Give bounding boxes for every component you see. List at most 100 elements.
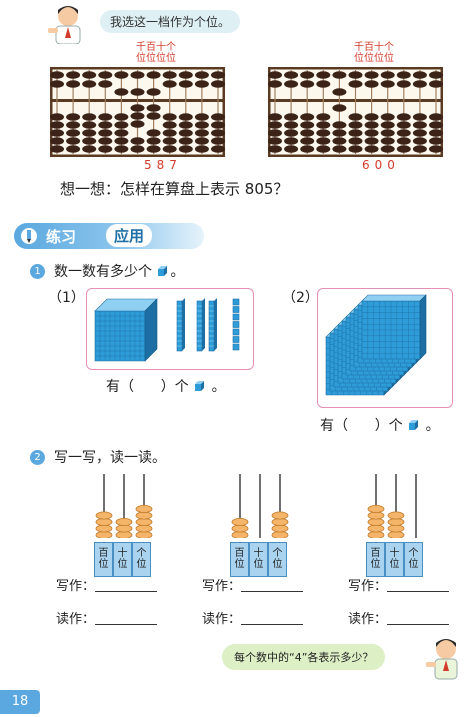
think-question: 想一想：怎样在算盘上表示 805？ bbox=[60, 180, 289, 198]
abacus-bead bbox=[194, 129, 209, 137]
unit-cube bbox=[232, 298, 240, 306]
abacus-bead bbox=[146, 104, 161, 112]
abacus-right bbox=[268, 67, 443, 157]
question-1-sub-2: （2） bbox=[282, 290, 319, 306]
abacus-bead bbox=[316, 129, 331, 137]
section-header: 练习 应用 bbox=[14, 223, 204, 249]
abacus-bead bbox=[412, 129, 427, 137]
abacus-bead bbox=[332, 88, 347, 96]
counter-3: 百位 十位 个位 bbox=[366, 472, 426, 577]
abacus-bead bbox=[396, 71, 411, 79]
abacus-bead bbox=[268, 113, 282, 121]
abacus-bead bbox=[114, 137, 129, 145]
read-field-1[interactable]: 读作： bbox=[56, 608, 158, 627]
abacus-bead bbox=[268, 145, 282, 153]
abacus-bead bbox=[332, 104, 347, 112]
write-field-2[interactable]: 写作： bbox=[202, 575, 304, 594]
base-ten-blocks-2 bbox=[325, 294, 427, 396]
abacus-bead bbox=[114, 145, 129, 153]
question-2-text: 写一写，读一读。 bbox=[54, 450, 166, 466]
cube-icon bbox=[195, 381, 205, 391]
abacus-bead bbox=[412, 145, 427, 153]
abacus-bead bbox=[348, 113, 363, 121]
abacus-bead bbox=[211, 80, 225, 88]
abacus-bead bbox=[300, 145, 315, 153]
abacus-bead bbox=[66, 137, 81, 145]
pencil-icon bbox=[21, 228, 37, 244]
abacus-bead bbox=[380, 71, 395, 79]
abacus-bead bbox=[268, 137, 282, 145]
abacus-bead bbox=[146, 88, 161, 96]
abacus-bead bbox=[66, 145, 81, 153]
abacus-bead bbox=[162, 129, 177, 137]
abacus-bead bbox=[50, 137, 64, 145]
abacus-bead bbox=[50, 129, 64, 137]
abacus-left bbox=[50, 67, 225, 157]
abacus-bead bbox=[396, 129, 411, 137]
abacus-bead bbox=[50, 145, 64, 153]
abacus-bead bbox=[82, 113, 97, 121]
place-hundreds: 百位 bbox=[230, 542, 249, 577]
abacus-bead bbox=[162, 121, 177, 129]
abacus-bead bbox=[211, 71, 225, 79]
read-field-2[interactable]: 读作： bbox=[202, 608, 304, 627]
abacus-left-number: 587 bbox=[144, 158, 182, 172]
blocks-box-2 bbox=[317, 288, 453, 408]
abacus-bead bbox=[284, 137, 299, 145]
abacus-bead bbox=[82, 129, 97, 137]
section-title-practice: 练习 bbox=[46, 228, 77, 246]
unit-cube bbox=[232, 336, 240, 343]
unit-cube bbox=[232, 321, 240, 328]
abacus-right-place-labels: 千百十个 位位位位 bbox=[354, 42, 394, 64]
abacus-bead bbox=[178, 121, 193, 129]
abacus-bead bbox=[50, 71, 64, 79]
abacus-bead bbox=[130, 104, 145, 112]
blocks-box-1 bbox=[86, 288, 254, 370]
read-field-3[interactable]: 读作： bbox=[348, 608, 450, 627]
answer-2: 有（ ）个 。 bbox=[320, 418, 440, 434]
abacus-bead bbox=[130, 88, 145, 96]
abacus-bead bbox=[364, 129, 379, 137]
ten-rod bbox=[196, 298, 205, 352]
abacus-bead bbox=[194, 113, 209, 121]
abacus-bead bbox=[50, 80, 64, 88]
abacus-bead bbox=[211, 113, 225, 121]
abacus-bead bbox=[429, 145, 443, 153]
abacus-bead bbox=[268, 129, 282, 137]
unit-cube bbox=[232, 313, 240, 321]
abacus-bead bbox=[82, 80, 97, 88]
question-2-number: 2 bbox=[30, 450, 45, 465]
abacus-bead bbox=[211, 137, 225, 145]
abacus-bead bbox=[300, 71, 315, 79]
abacus-bead bbox=[194, 137, 209, 145]
abacus-bead bbox=[364, 145, 379, 153]
abacus-bead bbox=[211, 145, 225, 153]
abacus-bead bbox=[316, 113, 331, 121]
place-tens: 十位 bbox=[385, 542, 404, 577]
abacus-bead bbox=[332, 137, 347, 145]
abacus-bead bbox=[348, 137, 363, 145]
abacus-bead bbox=[332, 121, 347, 129]
abacus-right-number: 600 bbox=[362, 158, 400, 172]
abacus-bead bbox=[162, 80, 177, 88]
bottom-bubble-text: 每个数中的“4”各表示多少？ bbox=[234, 651, 374, 664]
abacus-bead bbox=[300, 80, 315, 88]
abacus-bead bbox=[178, 145, 193, 153]
abacus-bead bbox=[380, 113, 395, 121]
abacus-bead bbox=[146, 129, 161, 137]
bottom-speech-bubble: 每个数中的“4”各表示多少？ bbox=[222, 644, 386, 670]
base-ten-blocks-1 bbox=[94, 298, 240, 362]
abacus-bead bbox=[429, 129, 443, 137]
abacus-bead bbox=[284, 80, 299, 88]
write-field-1[interactable]: 写作： bbox=[56, 575, 158, 594]
place-ones: 个位 bbox=[404, 542, 423, 577]
top-speech-bubble: 我选这一档作为个位。 bbox=[100, 10, 241, 33]
abacus-bead bbox=[211, 129, 225, 137]
question-1-number: 1 bbox=[30, 264, 45, 279]
write-field-3[interactable]: 写作： bbox=[348, 575, 450, 594]
counter-rods-2 bbox=[231, 474, 289, 540]
abacus-bead bbox=[412, 121, 427, 129]
counter-1: 百位 十位 个位 bbox=[94, 472, 154, 577]
place-ones: 个位 bbox=[268, 542, 287, 577]
abacus-bead bbox=[194, 80, 209, 88]
